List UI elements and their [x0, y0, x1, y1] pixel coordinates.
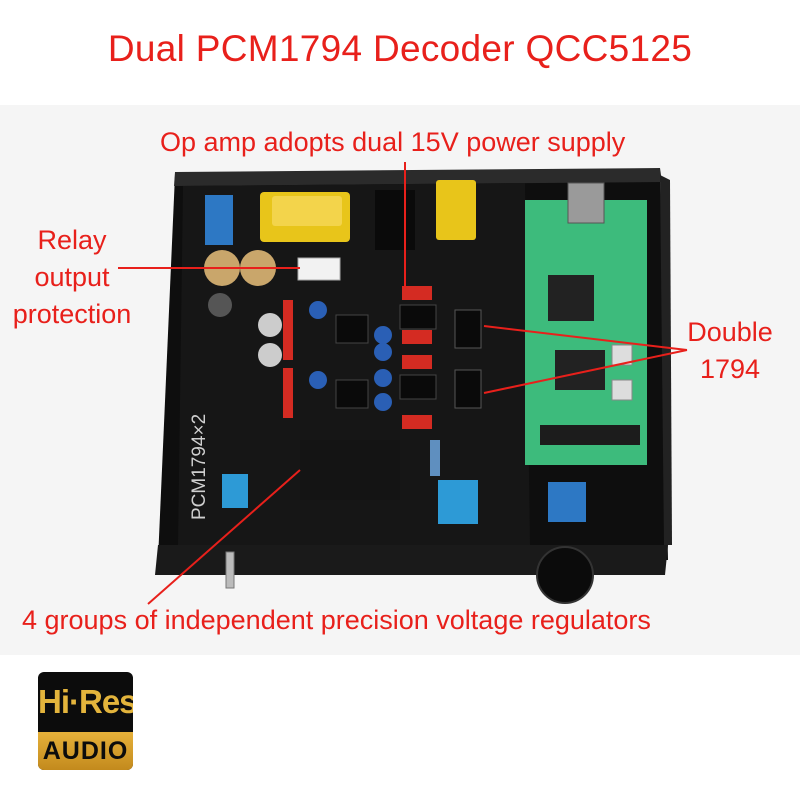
blue-capacitor — [205, 195, 233, 245]
pcb-silkscreen: PCM1794×2 — [189, 414, 210, 520]
relay — [297, 257, 341, 281]
double-1794-annotation: Double 1794 — [670, 314, 790, 388]
relay-annotation: Relay output protection — [2, 222, 142, 333]
rca-terminals — [260, 180, 476, 250]
volume-knob — [536, 546, 594, 604]
relay-line-3: protection — [12, 299, 132, 329]
op-amp-chips — [335, 304, 437, 409]
page-title: Dual PCM1794 Decoder QCC5125 — [107, 28, 693, 69]
hires-audio-logo: Hi·Res AUDIO — [38, 672, 133, 770]
relay-line-1: Relay — [37, 225, 107, 255]
hires-logo-top: Hi·Res — [38, 683, 133, 720]
usb-module — [525, 182, 647, 465]
relay-line-2: output — [34, 262, 110, 292]
hires-logo-bottom: AUDIO — [38, 732, 133, 770]
power-switch — [225, 551, 235, 589]
bottom-components — [222, 440, 586, 524]
regulators-annotation: 4 groups of independent precision voltag… — [22, 605, 651, 635]
annotation-lines — [118, 162, 688, 605]
double-line-2: 1794 — [699, 354, 761, 384]
double-line-1: Double — [687, 317, 773, 347]
dac-chips — [454, 309, 482, 409]
opamp-annotation: Op amp adopts dual 15V power supply — [160, 127, 626, 157]
blue-capacitors — [309, 301, 392, 411]
red-components — [283, 286, 432, 429]
